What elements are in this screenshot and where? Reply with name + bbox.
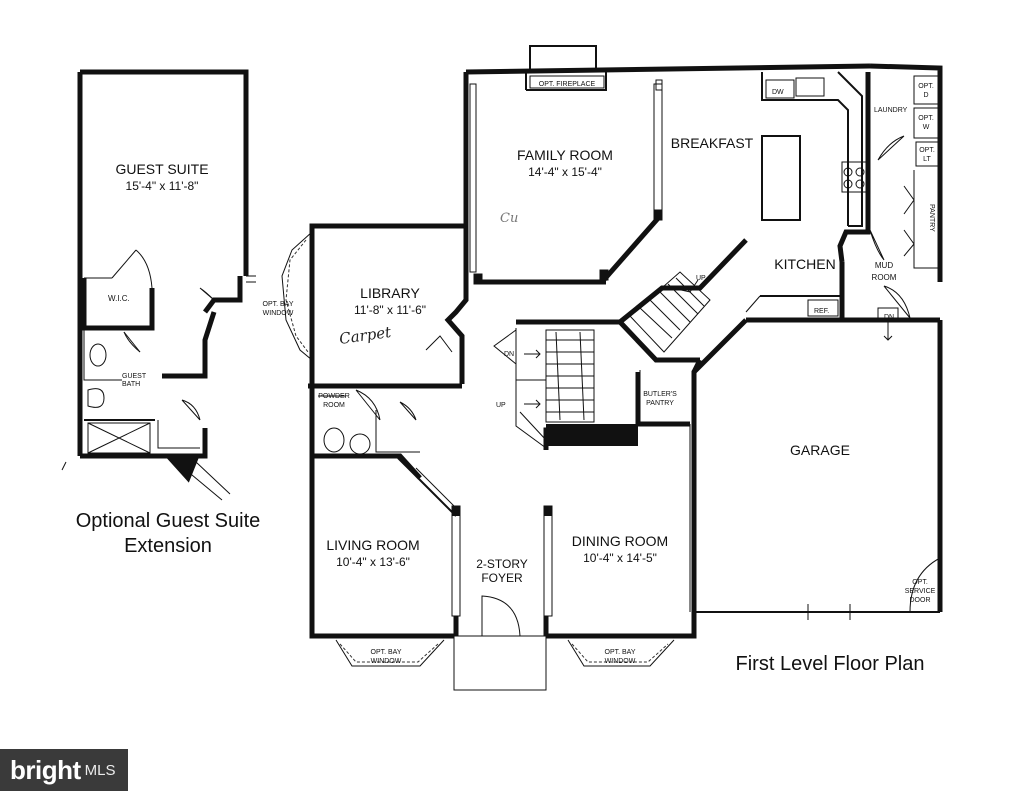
label-bay-living-1: OPT. BAY xyxy=(371,649,402,656)
watermark-brand: bright xyxy=(10,754,81,785)
room-labels: GUEST SUITE 15'-4" x 11'-8" W.I.C. GUEST… xyxy=(108,107,935,585)
caption-optional-2: Extension xyxy=(124,535,212,557)
label-opt-lt-1: OPT. xyxy=(919,147,935,154)
label-opt-lt-2: LT xyxy=(923,156,931,163)
label-ref: REF. xyxy=(814,308,829,315)
guest-suite-extension xyxy=(61,69,256,501)
label-mud-room-2: ROOM xyxy=(872,273,897,282)
label-mud-room-1: MUD xyxy=(875,261,893,270)
bright-mls-watermark: bright MLS xyxy=(0,749,128,791)
handwritten-family-note: Cu xyxy=(500,211,518,226)
label-guest-bath-2: BATH xyxy=(122,381,140,388)
label-pantry: PANTRY xyxy=(928,204,935,232)
handwritten-notes: Carpet Cu xyxy=(338,211,518,348)
label-living-room: LIVING ROOM xyxy=(326,537,419,553)
label-powder-room-1: POWDER xyxy=(318,393,350,400)
windows-and-fixtures xyxy=(281,45,941,691)
label-dn-mudroom: DN xyxy=(884,314,894,321)
label-dw: DW xyxy=(772,89,784,96)
label-foyer-2: FOYER xyxy=(481,571,523,585)
label-bay-dining-2: WINDOW xyxy=(605,658,636,665)
dim-living-room: 10'-4" x 13'-6" xyxy=(336,555,410,569)
label-powder-room-2: ROOM xyxy=(323,402,345,409)
label-up-stair-lower: UP xyxy=(496,402,506,409)
label-opt-w-2: W xyxy=(923,124,930,131)
label-opt-d-2: D xyxy=(923,92,928,99)
label-opt-w-1: OPT. xyxy=(918,115,934,122)
label-service-door-3: DOOR xyxy=(910,597,931,604)
watermark-suffix: MLS xyxy=(84,761,116,779)
dim-dining-room: 10'-4" x 14'-5" xyxy=(583,551,657,565)
label-butlers-pantry-2: PANTRY xyxy=(646,400,674,407)
label-bay-library-1: OPT. BAY xyxy=(263,301,294,308)
label-family-room: FAMILY ROOM xyxy=(517,147,613,163)
label-butlers-pantry-1: BUTLER'S xyxy=(643,391,677,398)
label-bay-library-2: WINDOW xyxy=(263,310,294,317)
label-guest-bath-1: GUEST xyxy=(122,373,147,380)
captions: Optional Guest Suite Extension First Lev… xyxy=(76,510,925,675)
option-labels: OPT. FIREPLACE DW OPT. D OPT. W OPT. LT … xyxy=(263,81,936,665)
label-guest-suite: GUEST SUITE xyxy=(115,161,208,177)
caption-optional-1: Optional Guest Suite xyxy=(76,510,261,532)
dim-guest-suite: 15'-4" x 11'-8" xyxy=(126,179,199,193)
handwritten-carpet: Carpet xyxy=(338,323,393,348)
dim-library: 11'-8" x 11'-6" xyxy=(354,303,426,317)
label-foyer-1: 2-STORY xyxy=(476,557,528,571)
label-breakfast: BREAKFAST xyxy=(671,135,754,151)
label-service-door-2: SERVICE xyxy=(905,588,936,595)
label-opt-d-1: OPT. xyxy=(918,83,934,90)
label-up-stair-upper: UP xyxy=(696,275,706,282)
label-opt-fireplace: OPT. FIREPLACE xyxy=(539,81,596,88)
label-garage: GARAGE xyxy=(790,442,850,458)
label-kitchen: KITCHEN xyxy=(774,256,835,272)
dim-family-room: 14'-4" x 15'-4" xyxy=(528,165,602,179)
label-bay-living-2: WINDOW xyxy=(371,658,402,665)
caption-first-level: First Level Floor Plan xyxy=(736,653,925,675)
label-dn-stair: DN xyxy=(504,351,514,358)
label-laundry: LAUNDRY xyxy=(874,107,908,114)
label-dining-room: DINING ROOM xyxy=(572,533,668,549)
label-bay-dining-1: OPT. BAY xyxy=(605,649,636,656)
label-wic: W.I.C. xyxy=(108,294,130,303)
label-library: LIBRARY xyxy=(360,285,420,301)
label-service-door-1: OPT. xyxy=(912,579,928,586)
